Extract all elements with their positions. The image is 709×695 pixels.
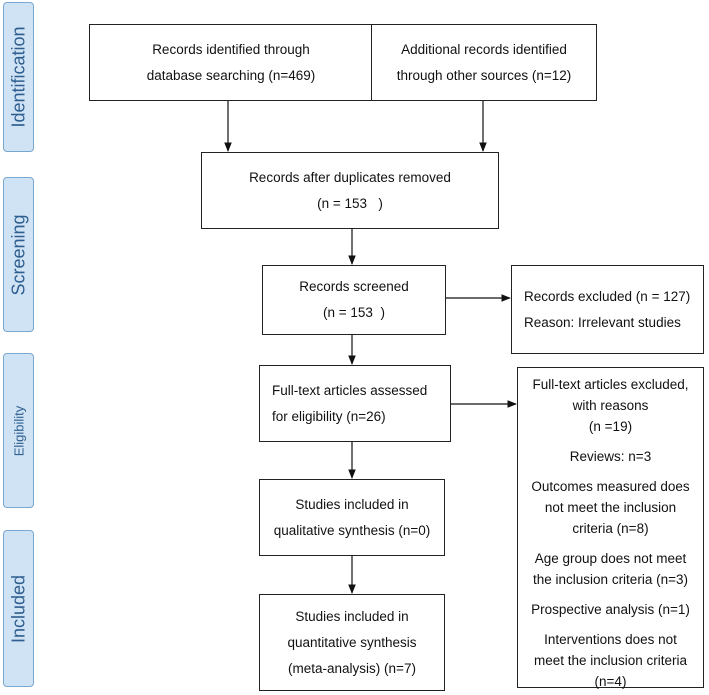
box-line: meet the inclusion criteria [533, 653, 688, 668]
box-additional-records: Additional records identified through ot… [371, 24, 597, 101]
box-line: Interventions does not [544, 632, 677, 647]
box-records-excluded: Records excluded (n = 127) Reason: Irrel… [511, 265, 704, 354]
box-line: database searching (n=469) [146, 67, 316, 83]
box-line: Reviews: n=3 [569, 449, 652, 464]
phase-eligibility: Eligibility [3, 353, 34, 508]
exclusion-reason: Outcomes measured does not meet the incl… [518, 476, 703, 539]
box-fulltext-assessed: Full-text articles assessed for eligibil… [259, 365, 451, 442]
phase-included: Included [3, 530, 34, 687]
box-line: Records after duplicates removed [249, 169, 451, 185]
box-line: the inclusion criteria (n=3) [533, 572, 688, 587]
box-line: (n = 153 ) [317, 195, 383, 211]
box-line: Full-text articles excluded, [532, 377, 689, 392]
phase-identification: Identification [3, 2, 34, 152]
exclusion-reason: Reviews: n=3 [518, 446, 703, 467]
box-line: Records excluded (n = 127) [524, 288, 691, 304]
box-line: (n =19) [588, 419, 633, 434]
exclusion-reason: Prospective analysis (n=1) [518, 599, 703, 620]
box-line: Outcomes measured does [531, 479, 690, 494]
box-line: Records screened [299, 279, 409, 294]
box-qualitative-synthesis: Studies included in qualitative synthesi… [259, 479, 445, 556]
box-line: quantitative synthesis [287, 634, 417, 650]
box-line: not meet the inclusion [544, 500, 677, 515]
box-line: (n = 153 ) [323, 305, 385, 320]
box-line: Prospective analysis (n=1) [531, 602, 690, 617]
box-line: Age group does not meet [534, 551, 687, 566]
box-line: (n=4) [594, 674, 627, 689]
excluded-header: Full-text articles excluded, with reason… [518, 374, 703, 437]
box-records-screened: Records screened (n = 153 ) [262, 265, 446, 335]
box-line: qualitative synthesis (n=0) [273, 522, 431, 538]
box-records-identified-database: Records identified through database sear… [89, 24, 373, 101]
box-line: with reasons [572, 398, 649, 413]
exclusion-reason: Age group does not meet the inclusion cr… [518, 548, 703, 590]
box-line: Records identified through [152, 41, 310, 57]
exclusion-reason: Interventions does not meet the inclusio… [518, 629, 703, 692]
box-records-after-duplicates: Records after duplicates removed (n = 15… [201, 152, 499, 229]
box-line: through other sources (n=12) [396, 67, 572, 83]
box-line: (meta-analysis) (n=7) [288, 660, 416, 676]
phase-screening: Screening [3, 177, 34, 332]
box-line: for eligibility (n=26) [272, 408, 386, 424]
box-line: Reason: Irrelevant studies [524, 314, 681, 330]
box-fulltext-excluded: Full-text articles excluded, with reason… [517, 367, 704, 689]
box-line: Studies included in [295, 496, 409, 512]
box-quantitative-synthesis: Studies included in quantitative synthes… [259, 594, 445, 691]
box-line: Full-text articles assessed [272, 382, 428, 398]
box-line: Studies included in [295, 608, 409, 624]
box-line: Additional records identified [401, 41, 567, 57]
box-line: criteria (n=8) [572, 521, 649, 536]
